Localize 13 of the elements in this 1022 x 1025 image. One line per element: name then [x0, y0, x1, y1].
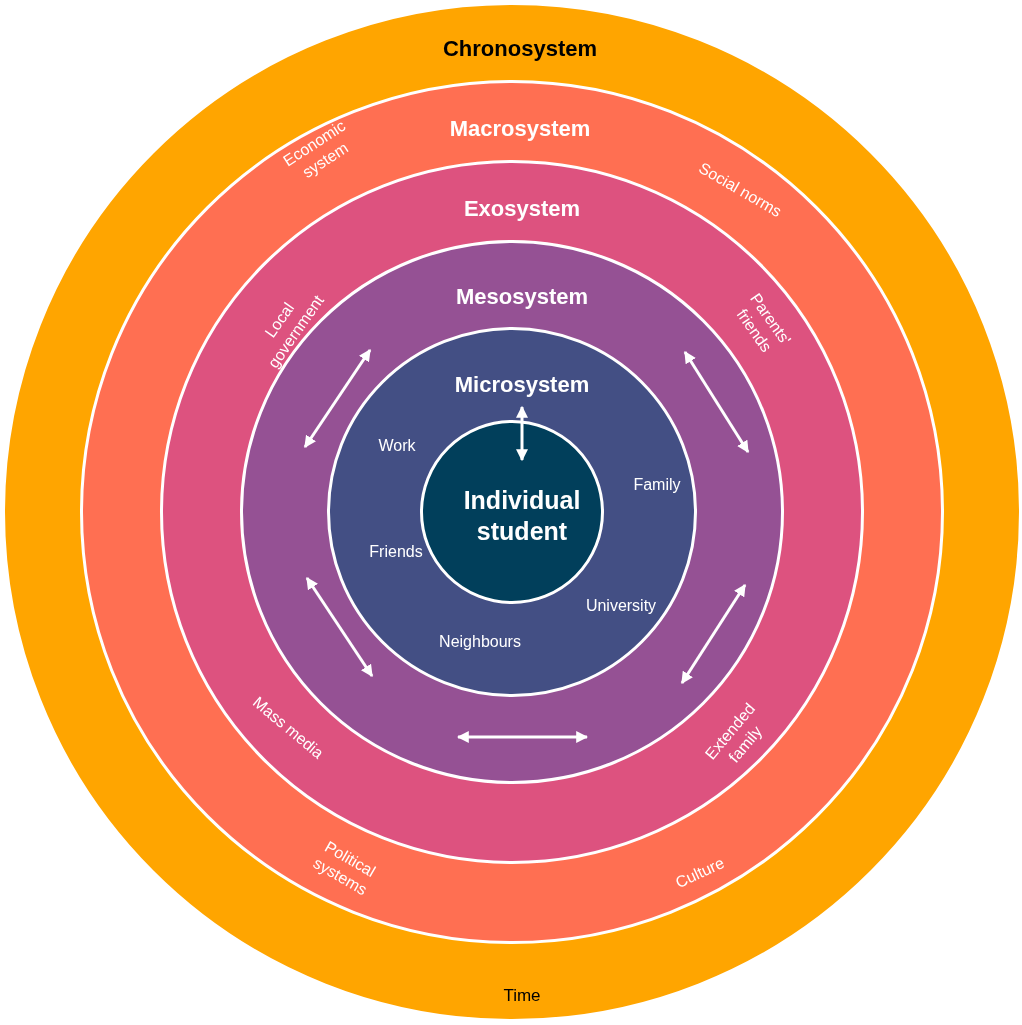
ring-title: Mesosystem: [455, 282, 589, 311]
ring-label: University: [585, 596, 657, 616]
ring-title: Microsystem: [454, 370, 590, 399]
ring-title: Exosystem: [463, 194, 581, 223]
ring-label: Friends: [369, 542, 423, 562]
ring-label: Work: [378, 436, 416, 456]
ring-title: Macrosystem: [449, 114, 591, 143]
ring-title: Chronosystem: [443, 34, 597, 63]
ring-label: Family: [633, 475, 681, 495]
ring-label: Culture: [672, 853, 728, 893]
ring-label: Time: [503, 985, 541, 1008]
ring-label: Neighbours: [439, 632, 521, 652]
ring-title: Individual student: [462, 484, 582, 547]
